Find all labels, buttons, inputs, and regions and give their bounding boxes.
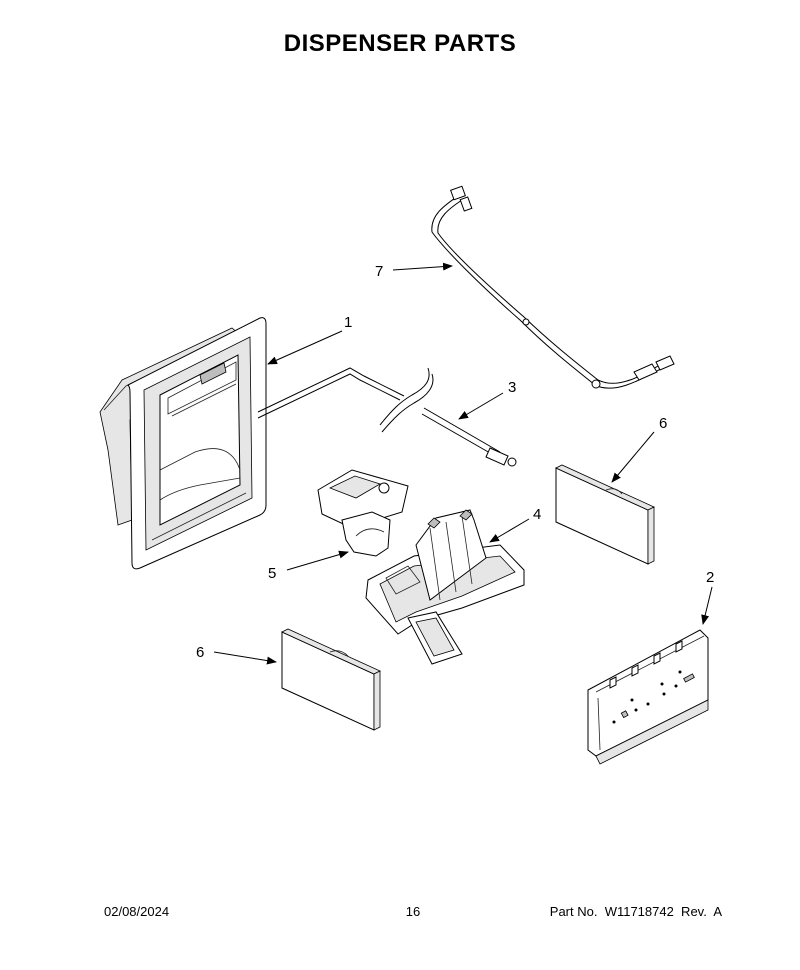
callout-6-right: 6 xyxy=(659,415,667,432)
leader-line-7 xyxy=(392,262,453,271)
leader-line-4 xyxy=(489,518,530,543)
page-title: DISPENSER PARTS xyxy=(283,30,517,57)
side-panel-part-6-right xyxy=(555,464,655,565)
wire-harness-part-7 xyxy=(431,185,675,389)
footer-page-number: 16 xyxy=(405,904,421,919)
callout-4: 4 xyxy=(533,506,541,523)
callout-6-left: 6 xyxy=(196,644,204,661)
callout-3: 3 xyxy=(508,379,516,396)
actuator-part-5 xyxy=(317,469,409,557)
leader-line-5 xyxy=(286,550,349,571)
control-assembly-part-4 xyxy=(365,509,525,665)
leader-line-1 xyxy=(267,330,343,365)
callout-1: 1 xyxy=(344,314,352,331)
control-panel-part-2 xyxy=(587,629,709,765)
callout-5: 5 xyxy=(268,565,276,582)
water-tube-part-3 xyxy=(257,367,517,467)
callout-2: 2 xyxy=(706,569,714,586)
leader-line-3 xyxy=(458,392,504,420)
footer-part-number: Part No. W11718742 Rev. A xyxy=(549,904,722,919)
leader-lines xyxy=(213,262,713,665)
leader-line-6-left xyxy=(213,651,277,665)
footer-date: 02/08/2024 xyxy=(104,904,170,919)
leader-line-6-right xyxy=(611,431,655,483)
leader-line-2 xyxy=(701,586,713,625)
callout-7: 7 xyxy=(375,263,383,280)
side-panel-part-6-left xyxy=(281,628,381,731)
dispenser-housing-part-1 xyxy=(99,317,267,570)
